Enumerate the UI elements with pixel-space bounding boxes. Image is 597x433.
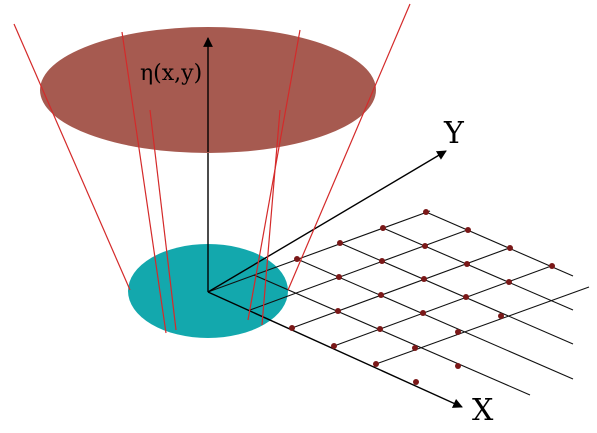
grid-line [339,242,574,345]
axis-y [207,150,447,293]
grid-point [455,363,461,369]
ray-inner [121,31,167,334]
grid [207,210,590,396]
grid-point [379,258,385,264]
grid-point [373,361,379,367]
grid-line [375,286,590,365]
grid-point [413,379,419,385]
grid-point [506,279,512,285]
eta-label: η(x,y) [140,61,202,86]
grid-point [289,325,295,331]
grid-point [423,209,429,215]
grid-point [294,256,300,262]
grid-point [337,240,343,246]
grid-point [464,261,470,267]
axis-x-label: X [472,393,494,428]
grid-point [378,292,384,298]
ray-inner [261,109,281,326]
grid-point [465,227,471,233]
ray-inner [149,109,177,331]
grid-point [420,310,426,316]
grid-points [289,209,555,385]
grid-line [425,211,574,277]
grid-point [377,326,383,332]
ray-outer-left [13,23,131,291]
grid-line [296,258,574,380]
grid-line [253,274,531,396]
grid-point [421,276,427,282]
grid-line [333,264,555,347]
grid-point [507,245,513,251]
grid-point [455,329,461,335]
ray-outer-right [287,3,411,291]
grid-line [382,227,574,311]
grid-point [336,274,342,280]
grid-point [380,225,386,231]
grid-line [291,246,513,329]
grid-point [422,243,428,249]
axis-y-label: Y [443,116,465,151]
grid-point [498,313,504,319]
rays [13,3,411,334]
grid-point [331,343,337,349]
axis-x [207,291,463,408]
grid-line [207,210,431,293]
grid-point [549,263,555,269]
grid-point [463,294,469,300]
grid-line [249,228,471,311]
grid-point [335,308,341,314]
grid-point [412,345,418,351]
